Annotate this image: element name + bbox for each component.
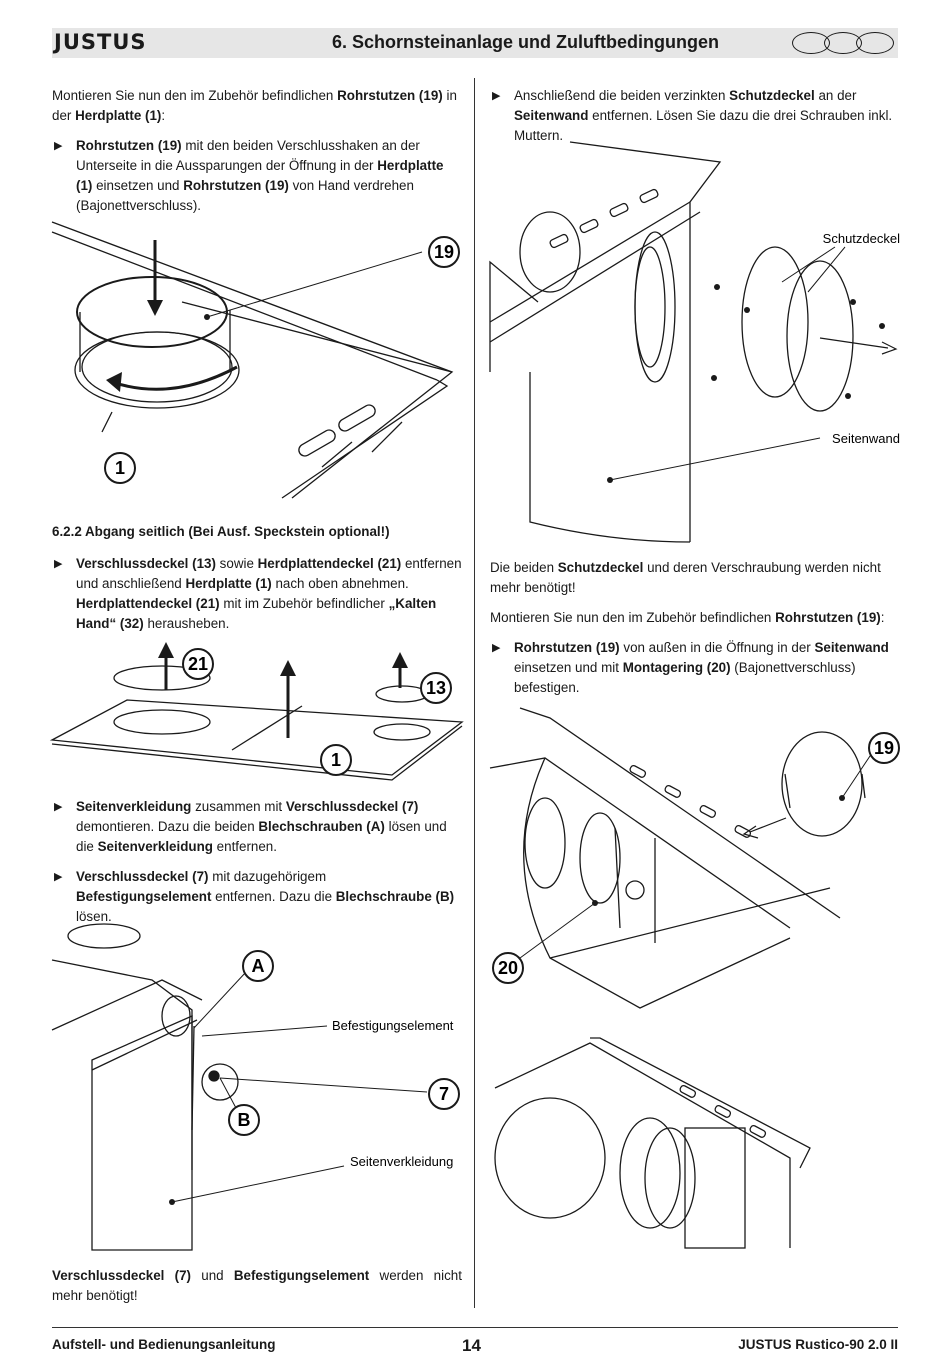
paragraph: Montieren Sie nun den im Zubehör befindl… — [52, 88, 457, 123]
column-divider — [474, 78, 475, 1308]
header-ovals — [792, 32, 894, 59]
bullet-item: Rohrstutzen (19) von außen in die Öffnun… — [490, 638, 900, 698]
callout-1-label: 1 — [115, 458, 125, 478]
figure-schutzdeckel: Schutzdeckel Seitenwand — [489, 141, 900, 543]
callout-21-label: 21 — [188, 654, 208, 674]
footer-rule — [52, 1327, 898, 1328]
label-seitenwand: Seitenwand — [832, 431, 900, 446]
paragraph: Die beiden Schutzdeckel und deren Versch… — [490, 560, 881, 595]
left-section-622: 6.2.2 Abgang seitlich (Bei Ausf. Speckst… — [52, 522, 462, 634]
figure-pipe-herdplatte: 19 1 — [51, 221, 460, 499]
label-schutzdeckel: Schutzdeckel — [823, 231, 900, 246]
chapter-title: 6. Schornsteinanlage und Zuluftbedingung… — [332, 32, 719, 52]
paragraph: Verschlussdeckel (7) und Befestigungsele… — [52, 1268, 462, 1303]
left-note: Verschlussdeckel (7) und Befestigungsele… — [52, 1266, 462, 1306]
footer-right: JUSTUS Rustico-90 2.0 II — [738, 1337, 898, 1352]
footer-left: Aufstell- und Bedienungsanleitung — [52, 1337, 276, 1352]
left-intro: Montieren Sie nun den im Zubehör befindl… — [52, 86, 462, 216]
label-befestigungselement: Befestigungselement — [332, 1018, 454, 1033]
callout-1 — [104, 452, 136, 484]
bullet-item: Anschließend die beiden verzinkten Schut… — [490, 86, 900, 146]
section-heading: 6.2.2 Abgang seitlich (Bei Ausf. Speckst… — [52, 524, 390, 539]
bullet-item: Rohrstutzen (19) mit den beiden Verschlu… — [52, 136, 462, 216]
callout-7-label: 7 — [439, 1084, 449, 1104]
right-middle: Die beiden Schutzdeckel und deren Versch… — [490, 558, 900, 698]
callout-13-label: 13 — [426, 678, 446, 698]
bullet-item: Verschlussdeckel (13) sowie Herdplattend… — [52, 554, 462, 634]
right-intro: Anschließend die beiden verzinkten Schut… — [490, 86, 900, 146]
callout-19-label: 19 — [434, 242, 454, 262]
page-header: JUSTUS 6. Schornsteinanlage und Zuluftbe… — [52, 28, 898, 58]
figure-seitenverkleidung: Befestigungselement Seitenverkleidung A … — [51, 923, 460, 1251]
page-number: 14 — [462, 1336, 481, 1355]
bullet-item: Verschlussdeckel (7) mit dazugehörigem B… — [52, 867, 462, 927]
left-bullets-2: Seitenverkleidung zusammen mit Verschlus… — [52, 797, 462, 927]
callout-20-label: 20 — [498, 958, 518, 978]
callout-B-label: B — [238, 1110, 251, 1130]
paragraph: Montieren Sie nun den im Zubehör befindl… — [490, 610, 885, 625]
figure-rohrstutzen-montage: 19 20 — [489, 707, 900, 1249]
callout-A-label: A — [252, 956, 265, 976]
callout-19b-label: 19 — [874, 738, 894, 758]
callout-19 — [428, 236, 460, 268]
bullet-item: Seitenverkleidung zusammen mit Verschlus… — [52, 797, 462, 857]
figure-herdplatte-abnehmen: 21 13 1 — [49, 642, 464, 781]
callout-1b-label: 1 — [331, 750, 341, 770]
label-seitenverkleidung: Seitenverkleidung — [350, 1154, 453, 1169]
brand-logo: JUSTUS — [54, 30, 147, 54]
